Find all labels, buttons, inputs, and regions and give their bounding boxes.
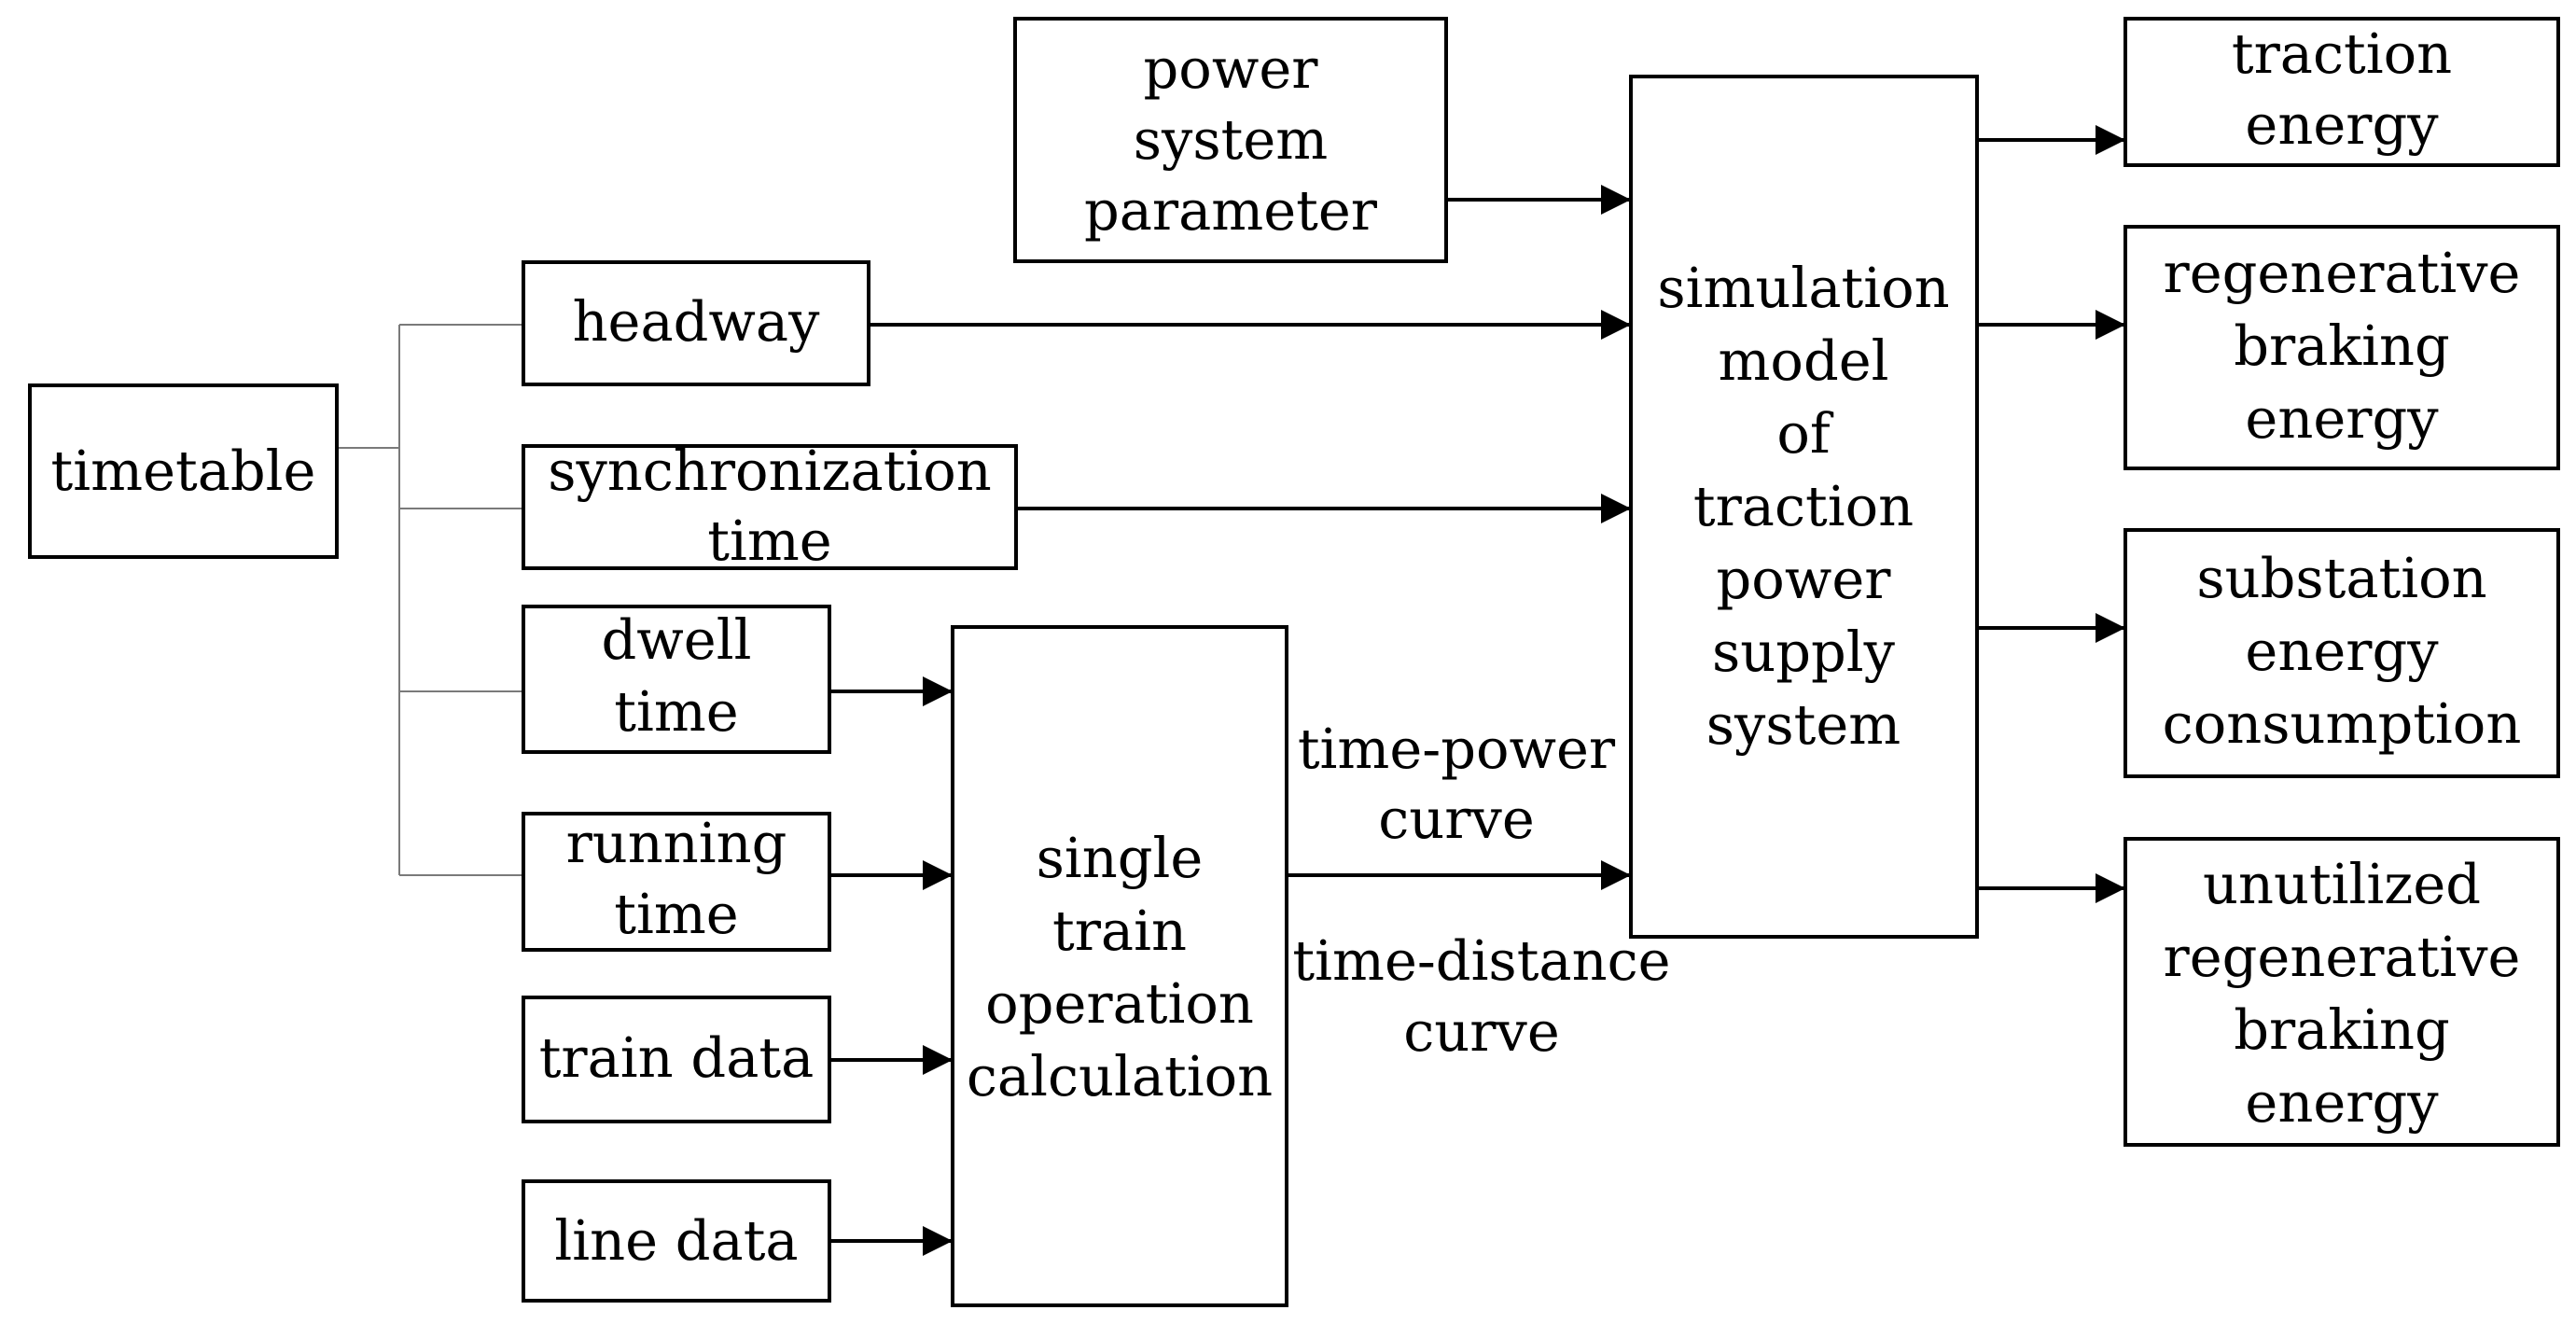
label-unutilized-4: energy (2245, 1070, 2439, 1135)
label-traction-energy-1: traction (2232, 21, 2452, 86)
label-dwell-time-1: dwell (602, 607, 752, 672)
label-line-data: line data (554, 1208, 798, 1273)
label-substation-1: substation (2196, 546, 2486, 610)
label-regenerative-3: energy (2245, 386, 2439, 451)
label-calculation-1: single (1037, 826, 1204, 890)
box-power-system-parameter: power system parameter (1013, 17, 1448, 263)
label-calculation-3: operation (985, 971, 1254, 1036)
label-time-power-curve-1: time-power (1298, 717, 1616, 781)
box-line-data: line data (522, 1179, 831, 1303)
label-regenerative-2: braking (2234, 314, 2450, 378)
box-single-train-operation-calculation: single train operation calculation (951, 625, 1288, 1307)
box-dwell-time: dwell time (522, 605, 831, 754)
label-regenerative-1: regenerative (2164, 241, 2521, 305)
box-running-time: running time (522, 811, 831, 952)
label-simulation-6: supply (1712, 620, 1896, 684)
box-traction-energy: traction energy (2123, 17, 2560, 167)
label-simulation-3: of (1776, 401, 1834, 466)
box-train-data: train data (522, 996, 831, 1123)
timetable-bracket (337, 324, 523, 876)
label-substation-2: energy (2245, 619, 2439, 683)
label-time-distance-curve-2: curve (1403, 999, 1560, 1064)
label-power-system-parameter-1: power (1144, 36, 1319, 101)
box-simulation-model: simulation model of traction power suppl… (1629, 75, 1979, 939)
label-simulation-7: system (1706, 692, 1901, 757)
box-headway: headway (522, 260, 870, 386)
label-power-system-parameter-3: parameter (1084, 178, 1378, 243)
label-unutilized-1: unutilized (2203, 852, 2481, 916)
label-calculation-4: calculation (967, 1044, 1273, 1108)
arrows (829, 125, 2125, 1256)
label-calculation-2: train (1052, 899, 1187, 963)
label-synchronization-time-1: synchronization (548, 439, 992, 503)
box-timetable: timetable (28, 383, 339, 559)
label-unutilized-2: regenerative (2164, 925, 2521, 989)
label-substation-3: consumption (2163, 691, 2522, 756)
label-simulation-2: model (1718, 328, 1888, 393)
box-unutilized-regenerative-braking-energy: unutilized regenerative braking energy (2123, 837, 2560, 1147)
label-simulation-1: simulation (1657, 256, 1949, 320)
label-simulation-5: power (1717, 547, 1892, 611)
label-synchronization-time-2: time (707, 509, 831, 573)
curve-labels: time-power curve time-distance curve (1292, 717, 1670, 1064)
box-substation-energy-consumption: substation energy consumption (2123, 528, 2560, 778)
label-unutilized-3: braking (2234, 997, 2450, 1062)
label-running-time-1: running (566, 811, 787, 875)
label-time-power-curve-2: curve (1378, 787, 1535, 851)
label-headway: headway (573, 289, 821, 354)
label-running-time-2: time (614, 882, 738, 946)
label-power-system-parameter-2: system (1134, 107, 1328, 172)
label-train-data: train data (539, 1025, 815, 1090)
box-synchronization-time: synchronization time (522, 439, 1018, 573)
label-time-distance-curve-1: time-distance (1292, 928, 1670, 993)
label-timetable: timetable (51, 439, 316, 503)
label-dwell-time-2: time (614, 679, 738, 744)
label-simulation-4: traction (1693, 474, 1914, 538)
box-regenerative-braking-energy: regenerative braking energy (2123, 225, 2560, 470)
label-traction-energy-2: energy (2245, 92, 2439, 157)
